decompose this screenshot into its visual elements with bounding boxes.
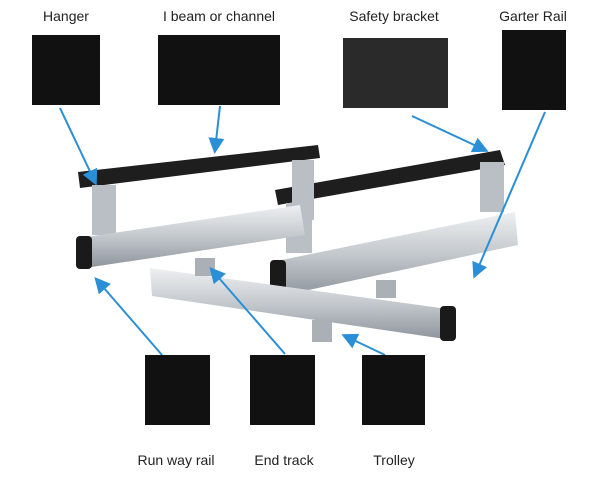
label-trolley: Trolley (373, 452, 415, 468)
hanger-part (92, 185, 116, 235)
hanger-part (480, 162, 504, 212)
end-track-part (195, 258, 215, 276)
runway-rail-left (80, 205, 305, 268)
arrow-safety (411, 115, 489, 153)
i-beam-left (78, 145, 320, 188)
arrow-ibeam (208, 105, 225, 154)
arrow-hanger (59, 107, 98, 186)
label-hanger: Hanger (43, 8, 89, 24)
label-end-track: End track (254, 452, 314, 468)
safety-bracket-photo (343, 38, 448, 108)
rail-end-cap (440, 306, 456, 341)
arrow-trolley (341, 333, 386, 356)
end-track-part (376, 280, 396, 298)
garter-rail (272, 212, 518, 297)
label-garter-rail: Garter Rail (499, 8, 567, 24)
label-ibeam: I beam or channel (162, 8, 276, 24)
ibeam-photo (158, 35, 280, 105)
trolley-part (312, 320, 332, 342)
arrow-garter (472, 111, 546, 279)
arrow-endtrack (209, 266, 286, 355)
rail-end-cap (76, 236, 92, 269)
label-runway-rail: Run way rail (137, 452, 215, 468)
i-beam-right (275, 150, 505, 205)
trolley-photo (362, 355, 425, 425)
end-track-photo (250, 355, 315, 425)
arrow-runway (94, 276, 163, 356)
label-safety-bracket: Safety bracket (349, 8, 439, 24)
hanger-photo (32, 35, 100, 105)
garter-rail-photo (502, 30, 566, 110)
runway-rail-photo (145, 355, 210, 425)
